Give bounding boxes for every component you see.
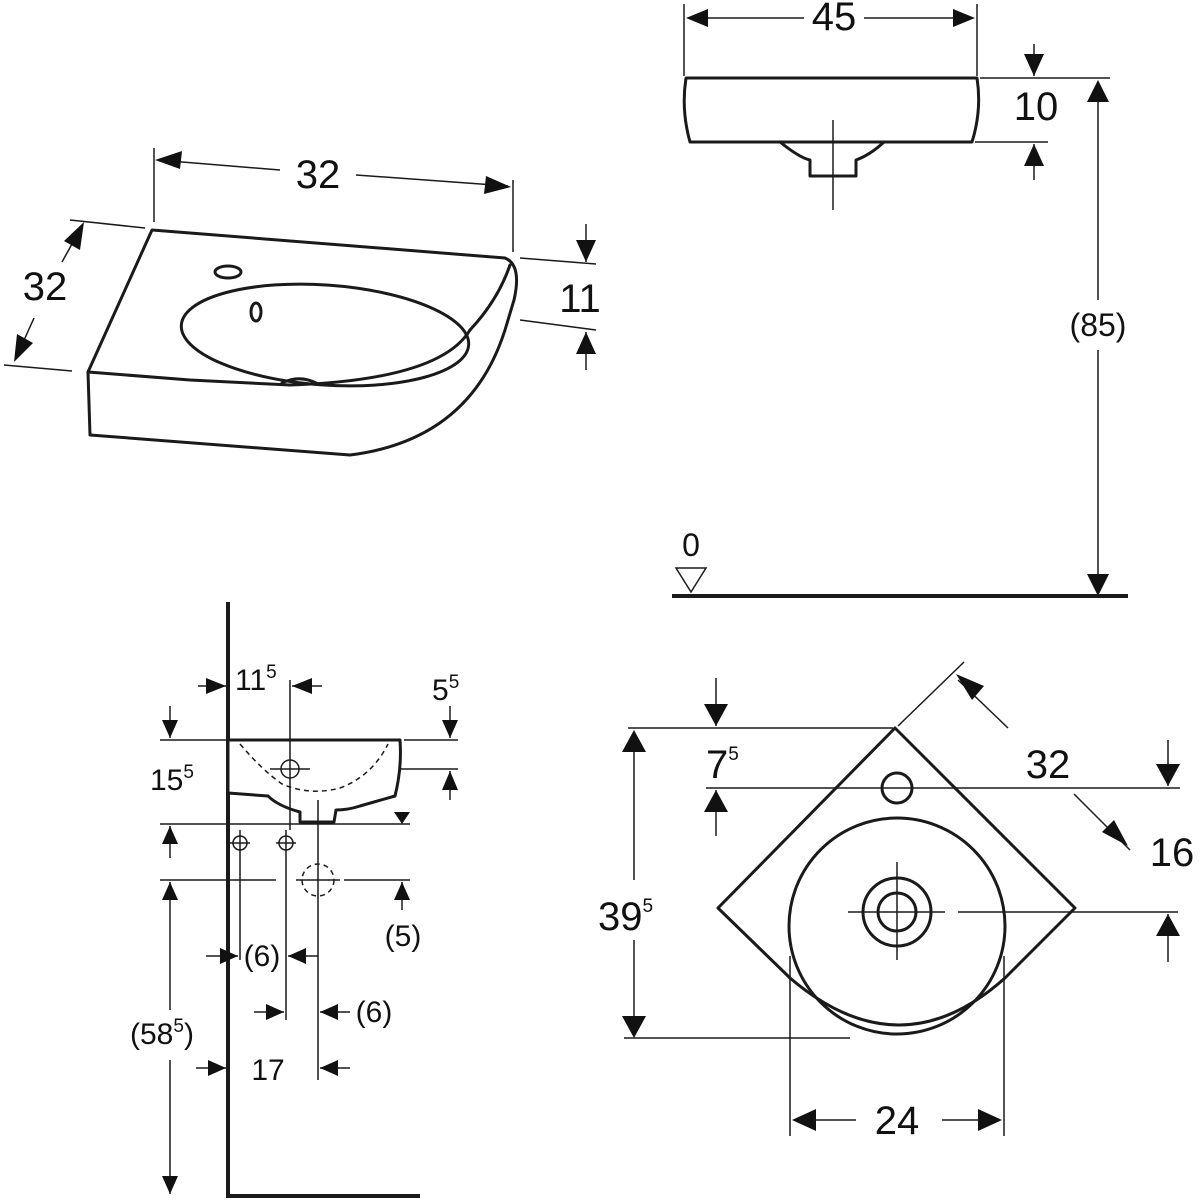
front-height-label: 10 (1014, 85, 1059, 129)
plan-side-label: 32 (1026, 743, 1071, 787)
level-marker-icon (674, 567, 708, 594)
side-drain-offset-label: 17 (251, 1054, 284, 1087)
plan-view: 75 32 16 395 24 (598, 661, 1195, 1143)
basin-body (86, 228, 518, 457)
side-supply-b-label: (6) (356, 996, 393, 1029)
side-basin-body (226, 738, 402, 824)
side-top-label: 55 (432, 672, 459, 707)
overflow-icon (249, 301, 263, 323)
iso-height-label: 11 (559, 277, 601, 321)
tap-hole-icon (213, 264, 243, 280)
iso-depth-label: 32 (23, 265, 68, 309)
front-basin-trap (778, 140, 886, 178)
plan-bowl (787, 816, 1007, 1036)
floor-level-label: 0 (682, 527, 700, 563)
front-basin-body (682, 76, 981, 144)
side-view: 115 55 155 (5) (130, 602, 459, 1198)
side-supply-a-label: (6) (244, 940, 281, 973)
iso-width-label: 32 (296, 153, 341, 197)
front-width-label: 45 (812, 0, 857, 39)
plan-drain-offset-label: 16 (1150, 831, 1195, 875)
plan-depth-label: 395 (598, 895, 653, 939)
floor-height-label: (85) (1070, 307, 1127, 343)
isometric-view: 32 32 11 (3, 148, 601, 457)
basin-rim (468, 263, 512, 332)
side-height-label: 155 (150, 762, 194, 797)
side-drain-height-label: (585) (130, 1016, 194, 1051)
front-view: 45 10 (85) 0 (672, 0, 1128, 598)
basin-bowl (179, 282, 471, 388)
basin-front-edge (86, 328, 472, 387)
plan-tap-offset-label: 75 (706, 743, 739, 787)
side-bowl-hidden (239, 743, 389, 792)
basin-drain (280, 377, 320, 386)
plan-bowl-width-label: 24 (875, 1099, 920, 1143)
side-wall-offset-label: 115 (235, 662, 277, 697)
side-supply-gap-label: (5) (385, 920, 422, 953)
